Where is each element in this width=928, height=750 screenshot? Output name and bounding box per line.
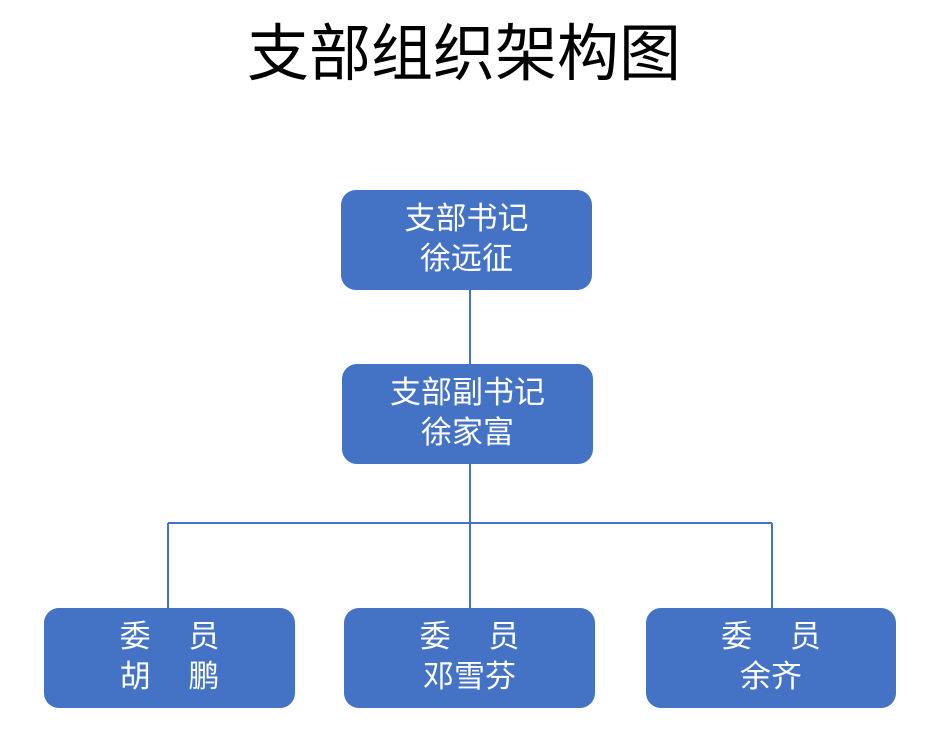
node-member-1-role: 委 员 [119, 619, 234, 656]
node-member-1-name: 胡 鹏 [119, 659, 234, 695]
node-member-2-name: 邓雪芬 [423, 659, 516, 695]
node-member-2-role: 委 员 [419, 619, 534, 656]
node-member-3-name: 余齐 [740, 659, 802, 695]
node-secretary-role: 支部书记 [404, 201, 529, 238]
node-secretary-name: 徐远征 [420, 241, 513, 277]
page-title: 支部组织架构图 [246, 17, 681, 90]
node-member-2[interactable]: 委 员 邓雪芬 [344, 608, 595, 708]
node-member-3[interactable]: 委 员 余齐 [646, 608, 896, 708]
node-deputy-secretary[interactable]: 支部副书记 徐家富 [342, 364, 593, 464]
node-member-1[interactable]: 委 员 胡 鹏 [44, 608, 295, 708]
node-deputy-secretary-role: 支部副书记 [390, 375, 545, 412]
node-secretary[interactable]: 支部书记 徐远征 [341, 190, 592, 290]
node-deputy-secretary-name: 徐家富 [421, 415, 514, 451]
node-member-3-role: 委 员 [721, 619, 835, 656]
